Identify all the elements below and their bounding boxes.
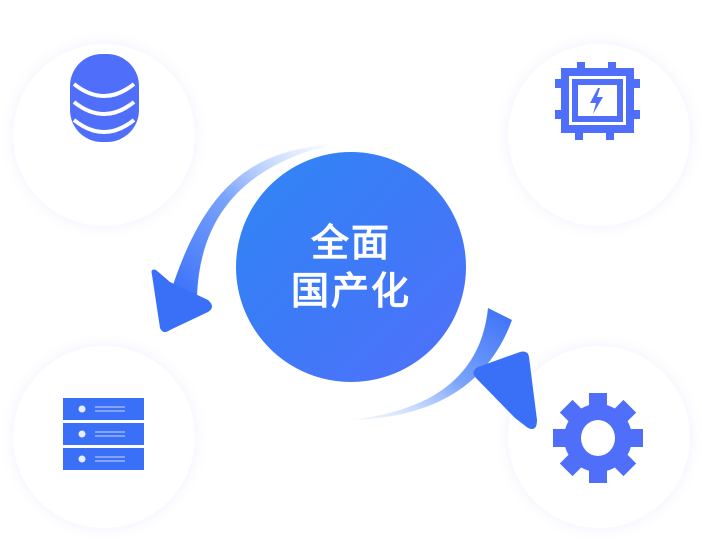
hub-title-line1: 全面 (310, 221, 391, 265)
hub-title-line2: 国产化 (290, 269, 411, 313)
arrow-clockwise-icon (350, 308, 537, 429)
database-icon (70, 54, 139, 142)
server-rack-icon (63, 398, 144, 470)
gear-icon (553, 393, 643, 483)
arrow-counterclockwise-icon (151, 145, 330, 333)
chip-icon (555, 62, 640, 140)
hub-circle: 全面 国产化 (236, 152, 466, 382)
